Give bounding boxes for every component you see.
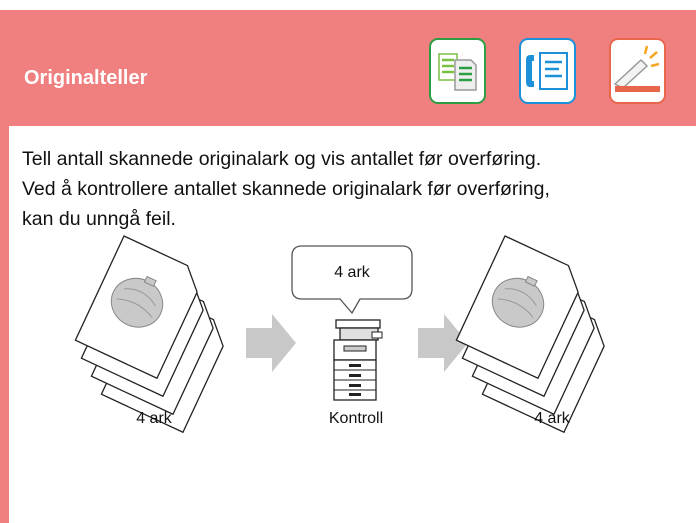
copier-machine-icon: [333, 319, 383, 401]
page-title: Originalteller: [24, 67, 148, 89]
description-line-1: Tell antall skannede originalark og vis …: [22, 148, 542, 170]
left-count-label: 4 ark: [136, 410, 172, 427]
arrow-right-icon: [246, 314, 296, 372]
description-line-2: Ved å kontrollere antallet skannede orig…: [22, 178, 550, 200]
arrow-right-icon: [418, 314, 468, 372]
check-label: Kontroll: [328, 410, 384, 427]
right-original-stack-icon: [455, 235, 614, 433]
fax-icon[interactable]: [519, 38, 576, 104]
count-speech-bubble: [291, 245, 413, 315]
description-line-3: kan du unngå feil.: [22, 208, 176, 230]
left-original-stack-icon: [74, 235, 233, 433]
right-count-label: 4 ark: [534, 410, 570, 427]
bubble-count-label: 4 ark: [334, 264, 370, 281]
content-side-bar: [0, 126, 9, 523]
copy-icon[interactable]: [429, 38, 486, 104]
scan-icon[interactable]: [609, 38, 666, 104]
header-banner: Originalteller: [0, 10, 696, 126]
